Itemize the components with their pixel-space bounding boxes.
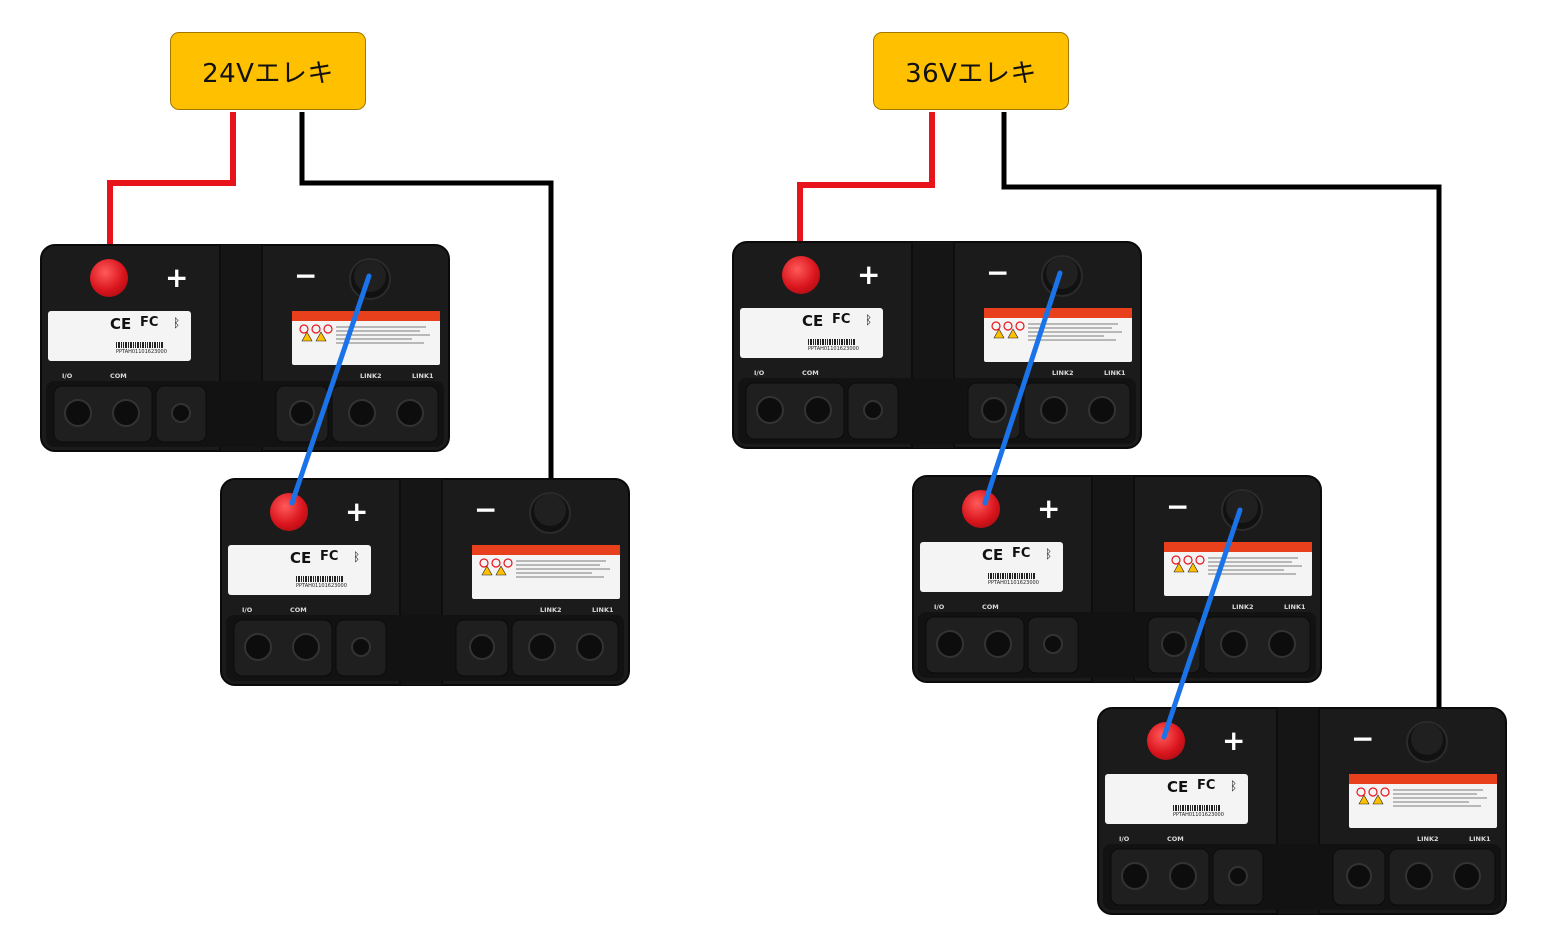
- battery-36v-3: + − CE FC ᛒ PPTAH01101623000 I/O COM LIN…: [1097, 706, 1507, 916]
- battery-36v-2: + − CE FC ᛒ PPTAH01101623000 I/O COM LIN…: [912, 474, 1322, 684]
- serial-number: PPTAH01101623000: [988, 580, 1039, 586]
- series-link-wire-36v-2: [1161, 507, 1243, 740]
- positive-terminal: [90, 259, 128, 297]
- bluetooth-icon: ᛒ: [1230, 779, 1238, 793]
- battery-36v-1: + − CE FC ᛒ PPTAH01101623000 I/O COM LIN…: [732, 240, 1142, 450]
- battery-24v-2: + − CE FC ᛒ PPTAH01101623000 I/O COM LIN…: [220, 477, 630, 687]
- port-link1-label: LINK1: [1104, 369, 1126, 377]
- port-io-label: I/O: [242, 606, 253, 614]
- port-com-label: COM: [802, 369, 819, 377]
- negative-wire-24v: [299, 112, 554, 478]
- battery-24v-1-body: [40, 244, 450, 452]
- serial-number: PPTAH01101623000: [1173, 812, 1224, 818]
- fc-mark: FC: [1012, 546, 1031, 561]
- positive-terminal: [270, 493, 308, 531]
- ce-mark: CE: [290, 549, 312, 567]
- port-com-label: COM: [982, 603, 999, 611]
- port-link1-label: LINK1: [1469, 835, 1491, 843]
- ce-mark: CE: [110, 315, 132, 333]
- fc-mark: FC: [832, 312, 851, 327]
- battery-24v-2-body: [220, 478, 630, 686]
- serial-number: PPTAH01101623000: [808, 346, 859, 352]
- voltage-label-24v-text: 24Vエレキ: [202, 58, 334, 89]
- minus-symbol: −: [474, 493, 498, 526]
- positive-wire-36v: [797, 112, 935, 265]
- positive-terminal: [962, 490, 1000, 528]
- port-com-label: COM: [290, 606, 307, 614]
- plus-symbol: +: [1222, 724, 1246, 757]
- port-io-label: I/O: [934, 603, 945, 611]
- bluetooth-icon: ᛒ: [1045, 547, 1053, 561]
- plus-symbol: +: [165, 261, 189, 294]
- plus-symbol: +: [1037, 492, 1061, 525]
- bluetooth-icon: ᛒ: [173, 316, 181, 330]
- series-link-wire-24v-1: [289, 273, 372, 506]
- port-io-label: I/O: [1119, 835, 1130, 843]
- fc-mark: FC: [1197, 778, 1216, 793]
- positive-terminal: [782, 256, 820, 294]
- port-link1-label: LINK1: [592, 606, 614, 614]
- port-com-label: COM: [1167, 835, 1184, 843]
- port-link2-label: LINK2: [1417, 835, 1439, 843]
- port-io-label: I/O: [754, 369, 765, 377]
- battery-24v-1: + − CE FC ᛒ PPTAH01101623000 I/O COM LIN…: [40, 243, 450, 453]
- battery-36v-2-body: [912, 475, 1322, 683]
- minus-symbol: −: [1351, 722, 1375, 755]
- fc-mark: FC: [320, 549, 339, 564]
- port-link2-label: LINK2: [1052, 369, 1074, 377]
- port-com-label: COM: [110, 372, 127, 380]
- ce-mark: CE: [1167, 778, 1189, 796]
- bluetooth-icon: ᛒ: [865, 313, 873, 327]
- plus-symbol: +: [345, 495, 369, 528]
- voltage-label-24v: 24Vエレキ: [170, 32, 366, 110]
- serial-number: PPTAH01101623000: [296, 583, 347, 589]
- fc-mark: FC: [140, 315, 159, 330]
- port-link2-label: LINK2: [540, 606, 562, 614]
- port-link2-label: LINK2: [1232, 603, 1254, 611]
- minus-symbol: −: [294, 259, 318, 292]
- plus-symbol: +: [857, 258, 881, 291]
- bluetooth-icon: ᛒ: [353, 550, 361, 564]
- battery-36v-1-body: [732, 241, 1142, 449]
- port-link2-label: LINK2: [360, 372, 382, 380]
- battery-36v-3-body: [1097, 707, 1507, 915]
- ce-mark: CE: [982, 546, 1004, 564]
- negative-wire-36v: [1001, 112, 1442, 712]
- port-link1-label: LINK1: [1284, 603, 1306, 611]
- ce-mark: CE: [802, 312, 824, 330]
- port-link1-label: LINK1: [412, 372, 434, 380]
- series-link-wire-36v-1: [982, 270, 1063, 506]
- voltage-label-36v-text: 36Vエレキ: [905, 58, 1037, 89]
- port-io-label: I/O: [62, 372, 73, 380]
- voltage-label-36v: 36Vエレキ: [873, 32, 1069, 110]
- positive-wire-24v: [107, 112, 236, 268]
- minus-symbol: −: [986, 256, 1010, 289]
- minus-symbol: −: [1166, 490, 1190, 523]
- serial-number: PPTAH01101623000: [116, 349, 167, 355]
